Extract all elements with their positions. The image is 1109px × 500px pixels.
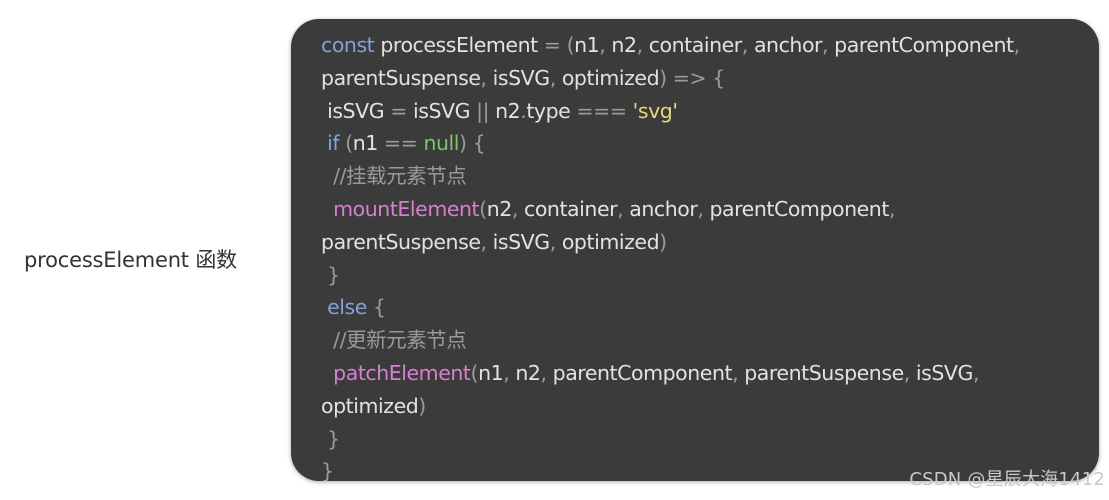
code-token: if	[327, 131, 340, 156]
code-token: mountElement	[333, 196, 480, 221]
code-line: parentSuspense, isSVG, optimized)	[321, 226, 1089, 259]
code-line: }	[321, 423, 1089, 456]
code-token: ,	[503, 360, 516, 385]
code-token: }	[321, 459, 334, 481]
code-token: ,	[1013, 33, 1021, 57]
code-token: ,	[741, 33, 754, 57]
code-token: (	[470, 360, 479, 385]
code-token: parentComponent	[834, 33, 1014, 57]
code-token: isSVG	[413, 98, 471, 123]
code-token: container	[524, 196, 618, 221]
code-token: null	[423, 131, 460, 156]
code-token: ,	[888, 196, 896, 221]
code-token	[321, 197, 333, 221]
code-token: (	[339, 131, 353, 156]
code-line: mountElement(n2, container, anchor, pare…	[321, 193, 1089, 226]
code-token: //挂载元素节点	[321, 164, 467, 189]
code-token: ,	[549, 229, 562, 254]
code-token: isSVG	[327, 98, 385, 123]
code-token: else	[327, 295, 367, 320]
code-token: isSVG	[915, 360, 974, 385]
code-token: ==	[377, 131, 424, 156]
code-token: =	[384, 98, 414, 123]
code-token: n2	[611, 33, 637, 57]
code-token: ,	[511, 196, 524, 221]
code-token: ,	[732, 360, 745, 385]
code-token: )	[418, 393, 426, 418]
code-line: isSVG = isSVG || n2.type === 'svg'	[321, 95, 1089, 128]
code-token: .	[520, 98, 527, 123]
code-token: (	[479, 196, 487, 221]
code-token: ,	[480, 65, 493, 90]
code-token: ,	[972, 360, 980, 385]
code-token: anchor	[753, 33, 823, 57]
code-line: optimized)	[321, 390, 1089, 423]
code-token: ,	[599, 33, 612, 57]
code-token: type	[526, 98, 571, 123]
code-token: n1	[352, 131, 379, 156]
code-token: }	[321, 426, 340, 451]
code-token: parentComponent	[709, 196, 889, 221]
code-token: = (	[537, 33, 575, 57]
code-token: parentSuspense	[744, 360, 904, 385]
code-token: processElement	[380, 33, 538, 57]
code-line: //更新元素节点	[321, 324, 1089, 357]
code-token: n2	[515, 360, 541, 385]
code-token: optimized	[561, 65, 660, 90]
code-token: const	[321, 33, 375, 57]
code-token: isSVG	[492, 65, 551, 90]
code-token: ,	[480, 229, 493, 254]
code-line: }	[321, 259, 1089, 292]
code-token: parentSuspense	[321, 65, 481, 90]
code-token: ) => {	[659, 65, 725, 90]
code-token: ===	[570, 98, 633, 123]
code-token: ,	[617, 196, 630, 221]
code-token: ||	[470, 98, 496, 123]
code-token: container	[648, 33, 743, 57]
code-line: }	[321, 455, 1089, 481]
code-block: const processElement = (n1, n2, containe…	[291, 19, 1099, 481]
code-token: parentSuspense	[321, 229, 481, 254]
code-line: if (n1 == null) {	[321, 127, 1089, 160]
code-token: }	[321, 262, 340, 287]
code-token: optimized	[561, 229, 660, 254]
code-line: patchElement(n1, n2, parentComponent, pa…	[321, 357, 1089, 390]
code-token: ,	[549, 65, 562, 90]
code-token: isSVG	[492, 229, 551, 254]
code-token	[321, 361, 333, 385]
code-token: n2	[495, 98, 521, 123]
code-token: //更新元素节点	[321, 328, 467, 353]
code-token: ,	[540, 360, 553, 385]
code-token: optimized	[321, 393, 419, 418]
code-token: ,	[636, 33, 649, 57]
caption-label: processElement 函数	[24, 248, 237, 272]
code-token: ,	[697, 196, 710, 221]
code-token: n2	[486, 196, 513, 221]
code-token: parentComponent	[552, 360, 733, 385]
code-token: n1	[574, 33, 600, 57]
code-token: {	[366, 295, 386, 320]
code-token: n1	[478, 360, 504, 385]
code-line: else {	[321, 291, 1089, 324]
code-lines: const processElement = (n1, n2, containe…	[321, 29, 1089, 481]
watermark: CSDN @星辰大海1412	[909, 469, 1105, 490]
code-token: ) {	[459, 131, 486, 156]
code-line: parentSuspense, isSVG, optimized) => {	[321, 62, 1089, 95]
code-token: 'svg'	[632, 98, 678, 123]
code-token: ,	[822, 33, 835, 57]
code-token: anchor	[629, 196, 698, 221]
code-token: )	[659, 229, 667, 254]
code-token: patchElement	[333, 360, 471, 385]
code-line: const processElement = (n1, n2, containe…	[321, 29, 1089, 62]
code-line: //挂载元素节点	[321, 160, 1089, 193]
code-token: ,	[903, 360, 916, 385]
